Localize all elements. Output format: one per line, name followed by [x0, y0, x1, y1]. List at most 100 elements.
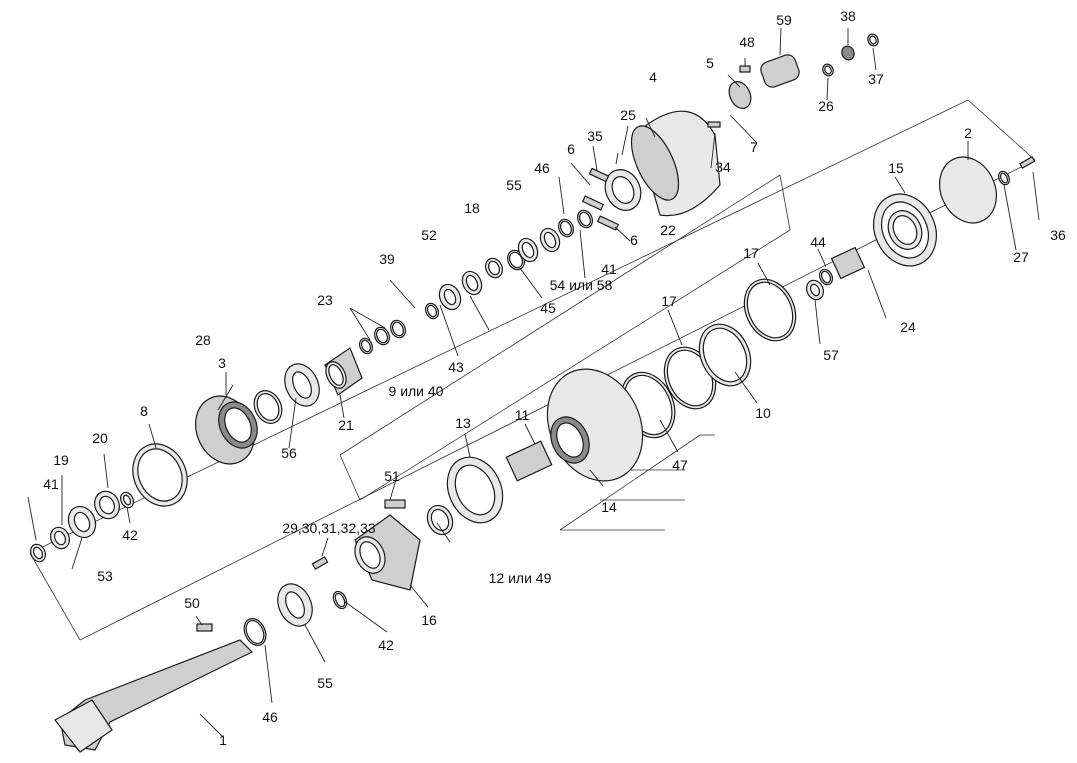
bolt-34: [311, 556, 329, 570]
frame-line: [339, 174, 781, 456]
part-number-label: 27: [1013, 249, 1029, 265]
part-number-label: 6: [630, 232, 638, 248]
leader-line: [659, 419, 679, 453]
leader-line: [645, 117, 656, 138]
part-number-label: 17: [743, 245, 759, 261]
part-number-label: 46: [534, 160, 550, 176]
part-number-label: 21: [338, 417, 354, 433]
part-number-label: 45: [540, 300, 556, 316]
part-number-label: 54 или 58: [550, 277, 613, 293]
part-number-label: 1: [219, 732, 227, 748]
leader-line: [199, 713, 224, 738]
bearing-54: [67, 505, 97, 539]
bearing-21: [94, 490, 120, 520]
part-number-label: 43: [448, 359, 464, 375]
leader-line: [1032, 171, 1040, 221]
leader-line: [757, 262, 771, 286]
leader-line: [589, 469, 604, 487]
washer-19: [50, 526, 70, 550]
oring-29: [253, 390, 283, 424]
ring-41b: [577, 209, 593, 229]
ring-41: [424, 302, 440, 320]
part-number-label: 12 или 49: [489, 570, 552, 586]
leader-line: [710, 132, 716, 169]
leader-line: [615, 152, 619, 165]
leader-line: [389, 279, 416, 309]
bearing-56: [277, 583, 313, 627]
leader-line: [304, 624, 326, 663]
leader-line: [524, 423, 536, 445]
part-number-label: 18: [464, 200, 480, 216]
part-number-label: 17: [661, 293, 677, 309]
leader-line: [217, 384, 234, 411]
part-number-label: 46: [262, 709, 278, 725]
leader-line: [817, 248, 827, 268]
leader-line: [570, 162, 591, 186]
ring-17a: [743, 278, 797, 342]
pulley-15-hub: [887, 210, 923, 250]
part-number-label: 11: [515, 407, 530, 423]
part-number-label: 35: [587, 128, 603, 144]
leader-line: [436, 522, 451, 543]
leader-line: [894, 176, 906, 194]
leader-line: [264, 644, 273, 704]
part-number-label: 16: [421, 612, 437, 628]
part-number-label: 20: [92, 430, 108, 446]
part-number-label: 34: [715, 159, 731, 175]
part-number-label: 23: [317, 292, 333, 308]
part-number-label: 19: [53, 452, 69, 468]
ring-10: [698, 323, 752, 387]
disc-14-hub: [550, 416, 590, 464]
leader-line: [779, 27, 782, 56]
leader-line: [343, 600, 388, 633]
bearing-23: [604, 169, 642, 211]
bearing-57: [284, 363, 320, 407]
part-number-label: 36: [1050, 227, 1066, 243]
ring-12: [426, 504, 454, 536]
key-52: [384, 499, 406, 509]
leader-line: [579, 229, 586, 279]
part-number-label: 57: [823, 347, 839, 363]
leader-line: [349, 307, 386, 329]
part-number-label: 9 или 40: [389, 383, 444, 399]
bolt-37: [1019, 155, 1036, 169]
part-number-label: 4: [649, 69, 657, 85]
leader-line: [1003, 184, 1017, 251]
seal-ring-8: [132, 443, 188, 507]
leader-line: [614, 226, 631, 242]
leader-line: [439, 304, 459, 357]
ring-45: [818, 268, 834, 286]
leader-line: [667, 309, 683, 346]
ring-46b: [558, 218, 574, 238]
leader-line: [592, 145, 598, 171]
part-number-label: 50: [184, 595, 200, 611]
part-number-label: 8: [140, 403, 148, 419]
sensor-60: [760, 54, 800, 88]
bearing-55b: [539, 227, 561, 253]
part-number-label: 37: [868, 71, 884, 87]
part-number-label: 14: [601, 499, 617, 515]
washer-53: [461, 270, 483, 296]
frame-line: [29, 552, 81, 641]
frame-line: [967, 99, 1036, 161]
pin-6b: [596, 215, 620, 231]
frame-line: [359, 229, 791, 501]
part-number-label: 51: [384, 468, 400, 484]
part-number-label: 55: [506, 177, 522, 193]
part-number-label: 42: [122, 527, 138, 543]
leader-line: [339, 394, 345, 419]
bearing-20: [438, 283, 462, 311]
ring-24b: [374, 326, 390, 346]
leader-line: [409, 584, 429, 608]
part-number-label: 48: [739, 34, 755, 50]
part-number-label: 2: [964, 125, 972, 141]
leader-line: [464, 433, 471, 458]
frame-line: [339, 454, 361, 501]
cover-4-rim: [630, 125, 680, 201]
drum-2: [939, 156, 997, 224]
part-number-label: 59: [776, 12, 792, 28]
leader-line: [727, 74, 741, 88]
leader-line: [558, 176, 565, 215]
part-number-label: 10: [755, 405, 771, 421]
